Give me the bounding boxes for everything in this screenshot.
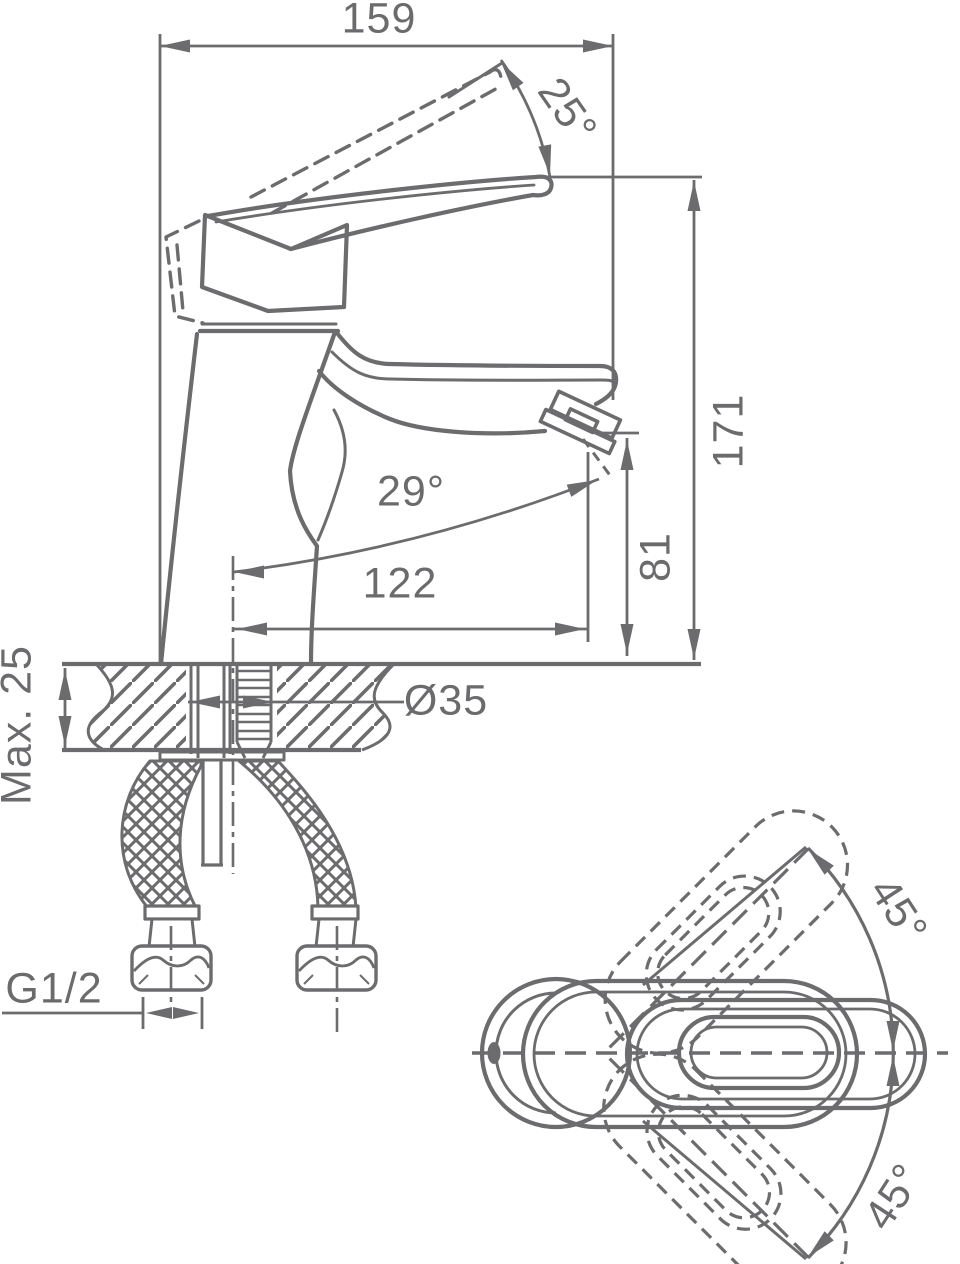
supply-hoses [120,759,378,992]
countertop-section [62,661,701,867]
dim-overall-width: 159 [341,0,417,43]
dim-outlet-angle: 29° [376,467,446,516]
dim-overall-height: 171 [704,393,753,469]
swing-arc [806,846,895,1260]
aerator [538,389,623,456]
handle-swing-ghost-lower [602,1052,848,1264]
spout-center-mark [487,1042,501,1064]
handle-swing-ghost-upper [603,809,850,1055]
faucet-top-view [472,809,948,1264]
dim-outlet-height: 81 [631,532,680,582]
dim-max-deck-thickness: Max. 25 [0,645,41,805]
faucet-side-view [158,61,623,667]
dim-spout-reach: 122 [362,559,438,608]
centerlines [169,556,339,1034]
dim-hole-diameter: Ø35 [403,676,489,725]
dim-thread-size: G1/2 [5,964,103,1013]
